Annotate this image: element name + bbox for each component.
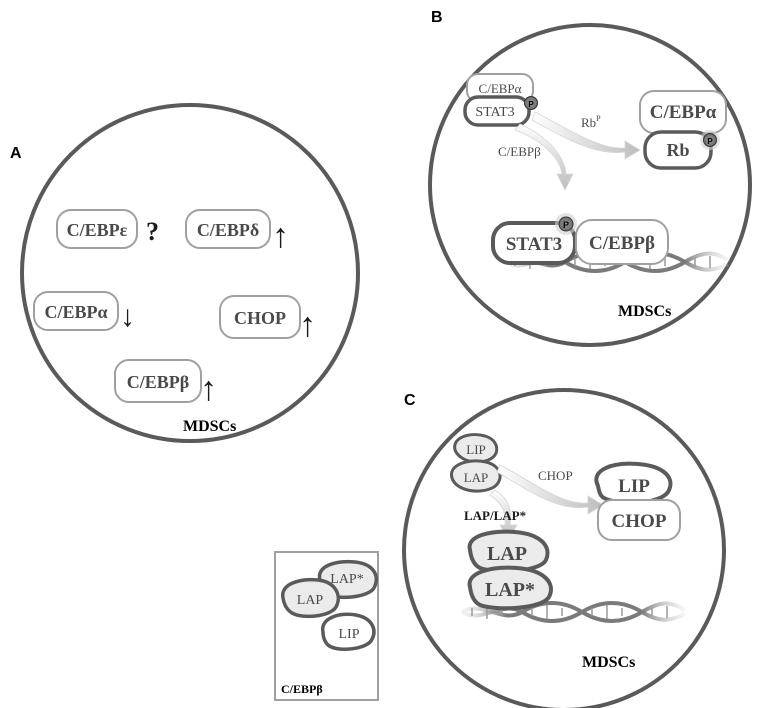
factor-cebp-alpha-box: [33, 291, 119, 331]
c-chop-arrow-label: CHOP: [538, 468, 573, 483]
b-dna-cebp-beta-label: C/EBPβ: [589, 233, 655, 254]
factor-cebp-alpha-status: ↓: [120, 300, 135, 333]
b-product-rb-box: [643, 130, 713, 170]
b-dna-cebp-beta-box: [575, 219, 669, 265]
c-dna-lap-star-shape: [467, 565, 553, 611]
b-dna-stat3-label: STAT3: [506, 234, 562, 255]
c-lap-small-label: LAP: [464, 470, 489, 485]
b-phospho-icon-2: [703, 133, 717, 147]
legend-title: C/EBPβ: [281, 682, 323, 696]
factor-cebp-epsilon-status: ?: [146, 217, 159, 246]
b-phospho-label-1: P: [528, 100, 534, 109]
b-product-rb-label: Rb: [666, 140, 689, 160]
b-arrow-to-rb: [531, 111, 641, 160]
c-lap-arrow-label: LAP/LAP*: [464, 508, 526, 523]
factor-cebp-epsilon-label: C/EBPε: [67, 220, 128, 240]
factor-cebp-beta-label: C/EBPβ: [127, 372, 190, 392]
c-dna-lap-shape: [467, 529, 550, 574]
panel-a-cell-label: MDSCs: [183, 418, 236, 435]
panel-c: C LIP LAP CHOP LAP/LAP* LIP CHOP LAP LAP…: [402, 388, 726, 708]
legend-lap-shape: [281, 577, 340, 619]
b-phospho-label-3: P: [563, 220, 569, 230]
b-arrow-to-dna: [514, 123, 574, 191]
panel-b: B C/EBPα STAT3 P RbP C/EBPβ C/EBPα Rb P …: [428, 9, 752, 347]
factor-cebp-delta-label: C/EBPδ: [197, 220, 259, 240]
b-phospho-label-2: P: [707, 137, 713, 146]
c-product-lip-label: LIP: [618, 476, 650, 497]
factor-chop-label: CHOP: [234, 308, 286, 328]
b-phospho-icon-1: [524, 96, 538, 110]
factor-cebp-alpha-label: C/EBPα: [44, 302, 107, 322]
b-complex-stat3-box: [463, 95, 531, 127]
legend-lap-label: LAP: [297, 593, 324, 608]
b-rb-arrow-label: RbP: [581, 114, 601, 130]
panel-a: A C/EBPε ? C/EBPδ ↑ C/EBPα ↓ CHOP ↑: [10, 103, 360, 443]
b-complex-stat3-label: STAT3: [475, 105, 514, 120]
b-cebpb-arrow-label: C/EBPβ: [498, 144, 541, 159]
c-lip-small-label: LIP: [466, 442, 486, 457]
c-product-chop-label: CHOP: [612, 511, 667, 532]
factor-chop: CHOP ↑: [219, 295, 316, 344]
panel-b-cell-label: MDSCs: [618, 303, 671, 320]
factor-cebp-epsilon: C/EBPε ?: [56, 209, 159, 249]
c-product-lip-shape: [594, 461, 673, 505]
legend-lip-label: LIP: [339, 627, 360, 642]
factor-cebp-delta-box: [185, 209, 271, 249]
panel-c-letter: C: [404, 392, 416, 409]
factor-cebp-alpha: C/EBPα ↓: [33, 291, 135, 333]
factor-cebp-beta-status: ↑: [200, 371, 217, 408]
factor-cebp-delta-status: ↑: [272, 218, 289, 255]
c-dna-lap-star-label: LAP*: [485, 579, 535, 601]
b-phospho-icon-3: [558, 216, 574, 232]
panel-b-letter: B: [431, 9, 443, 26]
c-dna-lap-label: LAP: [487, 543, 527, 565]
factor-chop-box: [219, 295, 301, 339]
panel-c-cell-label: MDSCs: [582, 654, 635, 671]
panel-a-cell: [20, 103, 360, 443]
legend-isoforms: LAP* LAP LIP C/EBPβ: [274, 551, 379, 701]
factor-cebp-delta: C/EBPδ ↑: [185, 209, 289, 255]
c-product-chop-box: [597, 499, 681, 541]
panel-c-cell: [402, 388, 726, 708]
legend-lap-star-label: LAP*: [330, 572, 363, 587]
c-arrow-to-chop: [496, 464, 604, 515]
factor-cebp-epsilon-box: [56, 209, 138, 249]
legend-lip-shape: [321, 612, 376, 651]
factor-chop-status: ↑: [299, 307, 316, 344]
factor-cebp-beta-box: [114, 359, 202, 403]
factor-cebp-beta: C/EBPβ ↑: [114, 359, 217, 408]
b-complex-cebp-alpha-label: C/EBPα: [479, 81, 522, 96]
panel-a-letter: A: [10, 145, 22, 162]
b-product-cebp-alpha-label: C/EBPα: [650, 102, 717, 123]
